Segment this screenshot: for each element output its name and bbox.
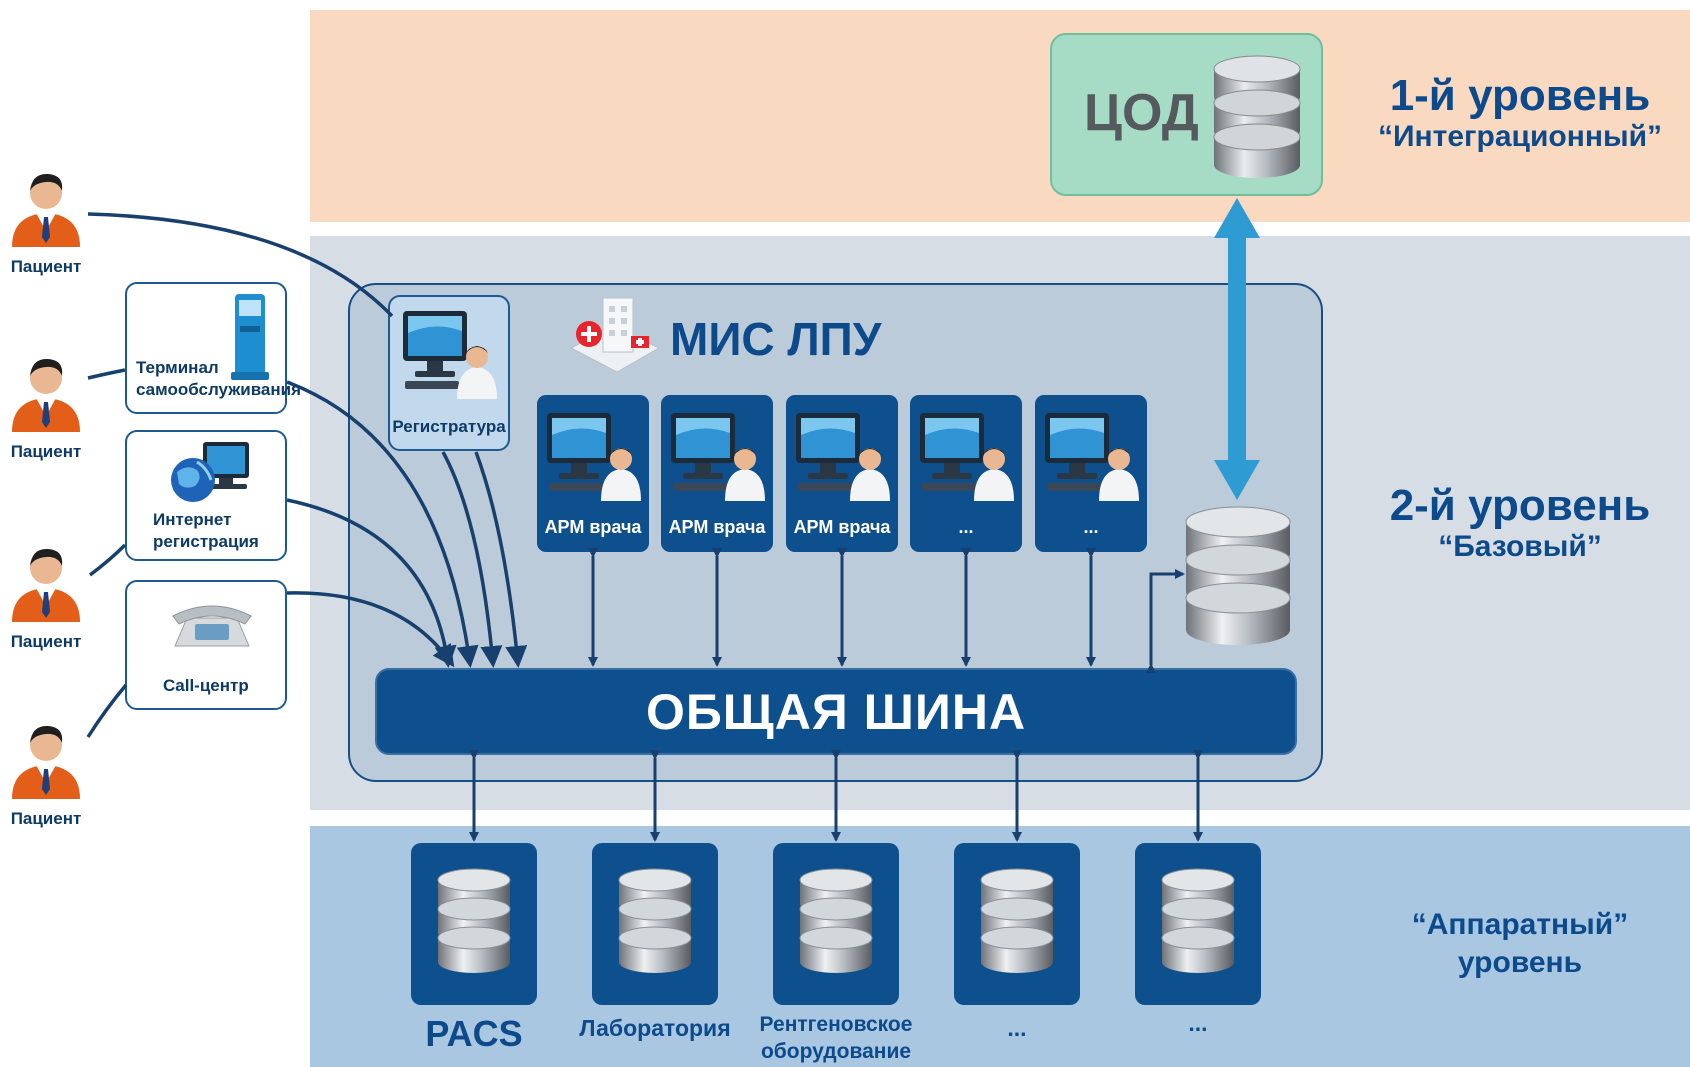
level-3-line2: уровень	[1457, 946, 1583, 979]
arm-label: АРМ врача	[793, 517, 891, 537]
level-3-title: “Аппаратный” уровень	[1360, 908, 1680, 980]
level-2-subtitle: “Базовый”	[1438, 530, 1602, 563]
registry-to-bus-arrow-1	[441, 451, 503, 668]
terminal-label-2: самообслуживания	[136, 380, 302, 399]
arm-box-4: ...	[910, 395, 1022, 552]
registry-to-bus-arrow-2	[474, 451, 528, 668]
patient-label: Пациент	[10, 809, 82, 828]
arm-label: АРМ врача	[544, 517, 642, 537]
arm-box-1: АРМ врача	[537, 395, 649, 552]
phone-icon	[172, 605, 252, 647]
patient-label: Пациент	[10, 632, 82, 651]
level-2-main: 2-й уровень	[1389, 481, 1651, 530]
patient-icon	[12, 358, 80, 432]
patient-to-internet-line	[88, 543, 127, 577]
arm-box-3: АРМ врача	[786, 395, 898, 552]
patient-4: Пациент	[8, 717, 84, 828]
mis-title: МИС ЛПУ	[670, 313, 882, 365]
internet-label-2: регистрация	[153, 532, 259, 551]
call-to-bus-arrow	[286, 591, 455, 668]
patient-to-registry-line	[87, 212, 394, 318]
doctor-monitor-icon	[796, 413, 890, 501]
device-label-5: ...	[1188, 1010, 1208, 1036]
patient-label: Пациент	[10, 442, 82, 461]
mis-database-icon	[1185, 506, 1291, 645]
arm-label: ...	[1083, 517, 1099, 537]
arm-label: АРМ врача	[668, 517, 766, 537]
level-1-main: 1-й уровень	[1389, 71, 1651, 120]
level-1-subtitle: “Интеграционный”	[1377, 120, 1663, 153]
device-label-xray-2: оборудование	[760, 1040, 912, 1063]
registry-label: Регистратура	[392, 417, 506, 436]
globe-computer-icon	[171, 442, 249, 502]
database-icon	[1213, 55, 1301, 178]
patient-1: Пациент	[8, 165, 84, 276]
terminal-to-bus-arrow	[286, 380, 479, 668]
doctor-monitor-icon	[403, 311, 497, 399]
internet-to-bus-arrow	[286, 498, 457, 668]
patient-3: Пациент	[8, 540, 84, 651]
patient-label: Пациент	[10, 257, 82, 276]
doctor-monitor-icon	[1045, 413, 1139, 501]
device-label-lab: Лаборатория	[579, 1015, 731, 1041]
patient-icon	[12, 725, 80, 799]
common-bus-label: ОБЩАЯ ШИНА	[645, 684, 1027, 740]
registry-box: Регистратура	[388, 295, 510, 451]
internet-box: Интернет регистрация	[125, 430, 287, 561]
patient-to-terminal-line	[87, 368, 126, 380]
level-1-title: 1-й уровень “Интеграционный”	[1360, 72, 1680, 154]
data-center-label: ЦОД	[1084, 84, 1199, 142]
level-1-band	[310, 10, 1690, 222]
arm-box-5: ...	[1035, 395, 1147, 552]
data-center-box: ЦОД	[1050, 33, 1323, 196]
hospital-icon	[569, 297, 661, 373]
arm-box-2: АРМ врача	[661, 395, 773, 552]
call-center-box: Call-центр	[125, 580, 287, 710]
arm-label: ...	[958, 517, 974, 537]
kiosk-icon	[231, 294, 269, 380]
device-label-4: ...	[1007, 1015, 1027, 1041]
device-label-xray-1: Рентгеновское	[759, 1013, 913, 1036]
device-label-pacs: PACS	[425, 1013, 523, 1054]
db-bus-arrow	[1146, 569, 1185, 673]
level-3-line1: “Аппаратный”	[1411, 908, 1629, 941]
internet-label-1: Интернет	[153, 510, 232, 529]
call-center-label: Call-центр	[163, 676, 249, 695]
patient-to-call-line	[86, 683, 128, 738]
cod-mis-double-arrow	[1214, 198, 1260, 500]
patient-2: Пациент	[8, 350, 84, 461]
patient-icon	[12, 173, 80, 247]
terminal-box: Терминал самообслуживания	[125, 282, 301, 414]
doctor-monitor-icon	[547, 413, 641, 501]
patient-icon	[12, 548, 80, 622]
doctor-monitor-icon	[671, 413, 765, 501]
terminal-label-1: Терминал	[136, 358, 219, 377]
level-2-title: 2-й уровень “Базовый”	[1360, 482, 1680, 564]
doctor-monitor-icon	[920, 413, 1014, 501]
